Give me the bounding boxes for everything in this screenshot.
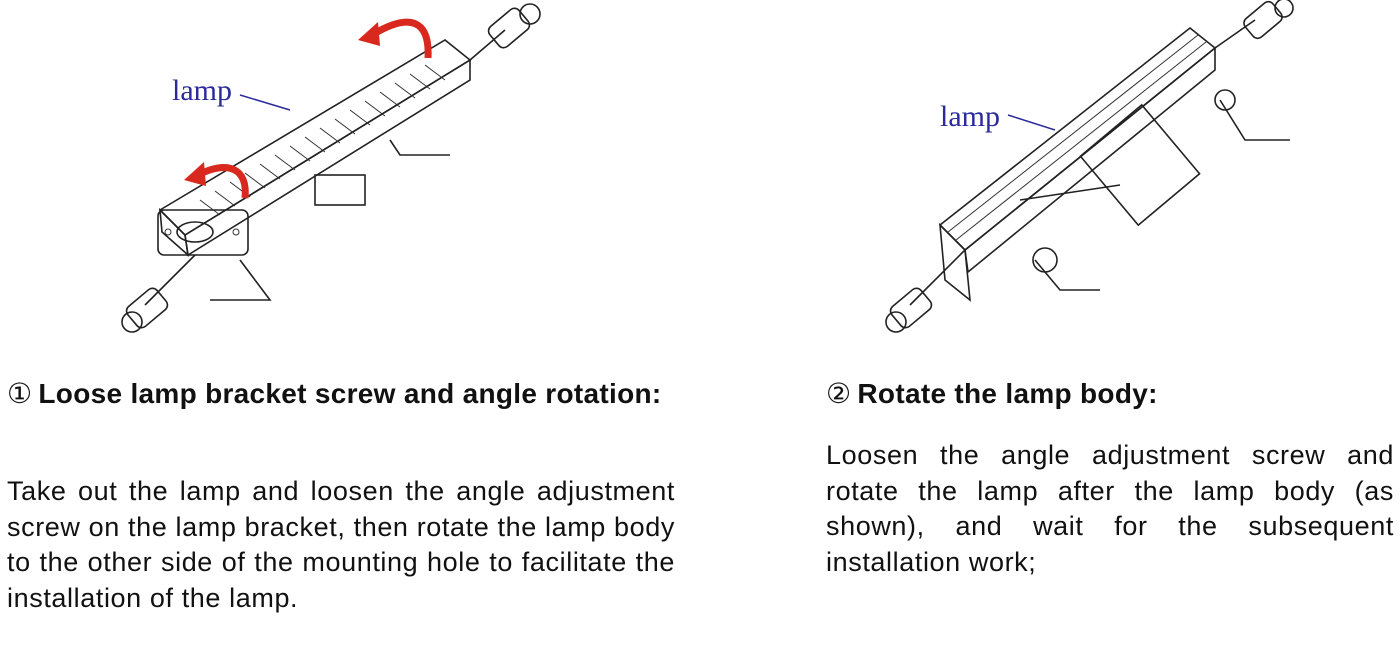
rotation-arrow-icon bbox=[196, 164, 249, 199]
step-1-title: Loose lamp bracket screw and angle rotat… bbox=[38, 378, 662, 409]
step-1-body: Take out the lamp and loosen the angle a… bbox=[7, 476, 675, 613]
lamp-body-drawing bbox=[885, 0, 1294, 333]
rotation-arrow-icon bbox=[370, 18, 432, 59]
step-2-number: ② bbox=[826, 378, 852, 409]
lamp-callout-label: lamp bbox=[172, 74, 232, 107]
arrow-head-icon bbox=[358, 22, 380, 46]
lamp-callout-label: lamp bbox=[940, 100, 1000, 133]
lamp-rotation-illustration-2: lamp bbox=[885, 0, 1294, 333]
lamp-body-drawing bbox=[121, 3, 541, 333]
step-2-title: Rotate the lamp body: bbox=[857, 378, 1158, 409]
step-2-body: Loosen the angle adjustment screw and ro… bbox=[826, 440, 1394, 577]
arrow-head-icon bbox=[184, 162, 206, 186]
lamp-rotation-illustration-1: lamp bbox=[121, 3, 541, 333]
step-1-number: ① bbox=[7, 378, 33, 409]
